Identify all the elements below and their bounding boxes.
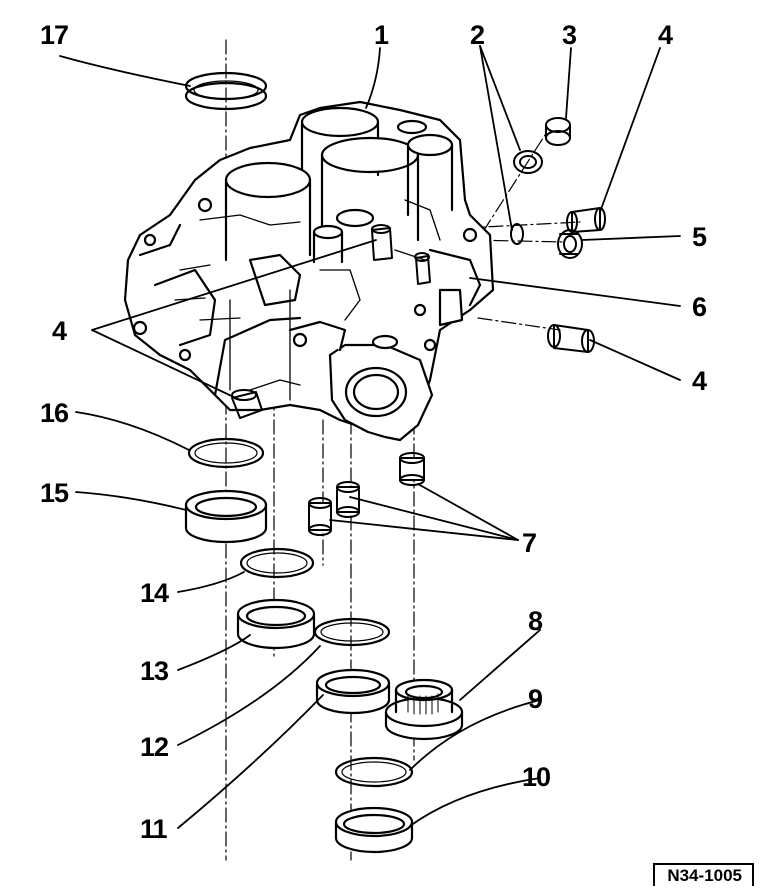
fitting-5: [557, 229, 583, 259]
callout-4-top: 4: [658, 20, 673, 50]
callout-7: 7: [522, 528, 537, 558]
ring-12: [313, 617, 391, 647]
bearing-10: [334, 806, 414, 854]
callout-13: 13: [140, 656, 169, 686]
ring-9: [334, 756, 414, 788]
callout-16: 16: [40, 398, 69, 428]
sleeve-7a: [308, 497, 332, 536]
bearing-11: [315, 668, 391, 715]
sleeve-7b: [336, 481, 360, 518]
callout-4-right: 4: [692, 366, 707, 396]
callout-3: 3: [562, 20, 577, 50]
sleeve-7c: [399, 452, 425, 486]
seal-2: [510, 150, 543, 245]
needle-bearing-8: [384, 678, 464, 741]
callout-15: 15: [40, 478, 69, 508]
reference-code: N34-1005: [653, 863, 754, 886]
callout-17: 17: [40, 20, 69, 50]
callout-4-left: 4: [52, 316, 67, 346]
callout-12: 12: [140, 732, 169, 762]
callout-5: 5: [692, 222, 707, 252]
callout-10: 10: [522, 762, 551, 792]
bearing-13: [236, 598, 316, 650]
callout-9: 9: [528, 684, 543, 714]
callout-6: 6: [692, 292, 707, 322]
bushing-4-upper: [566, 207, 606, 233]
callout-14: 14: [140, 578, 169, 608]
bearing-15: [184, 489, 268, 544]
transmission-housing: [123, 100, 495, 442]
bushing-4-lower: [547, 324, 595, 353]
leader-lines: [59, 45, 681, 829]
ring-14: [239, 547, 315, 579]
valve-6: [414, 252, 431, 285]
callout-11: 11: [140, 814, 168, 844]
bushing-4-housing: [231, 224, 393, 419]
callout-1: 1: [374, 20, 389, 50]
callout-8: 8: [528, 606, 543, 636]
callout-2: 2: [470, 20, 485, 50]
plug-3: [545, 117, 571, 146]
ring-16: [187, 437, 265, 469]
ring-17: [184, 71, 268, 111]
